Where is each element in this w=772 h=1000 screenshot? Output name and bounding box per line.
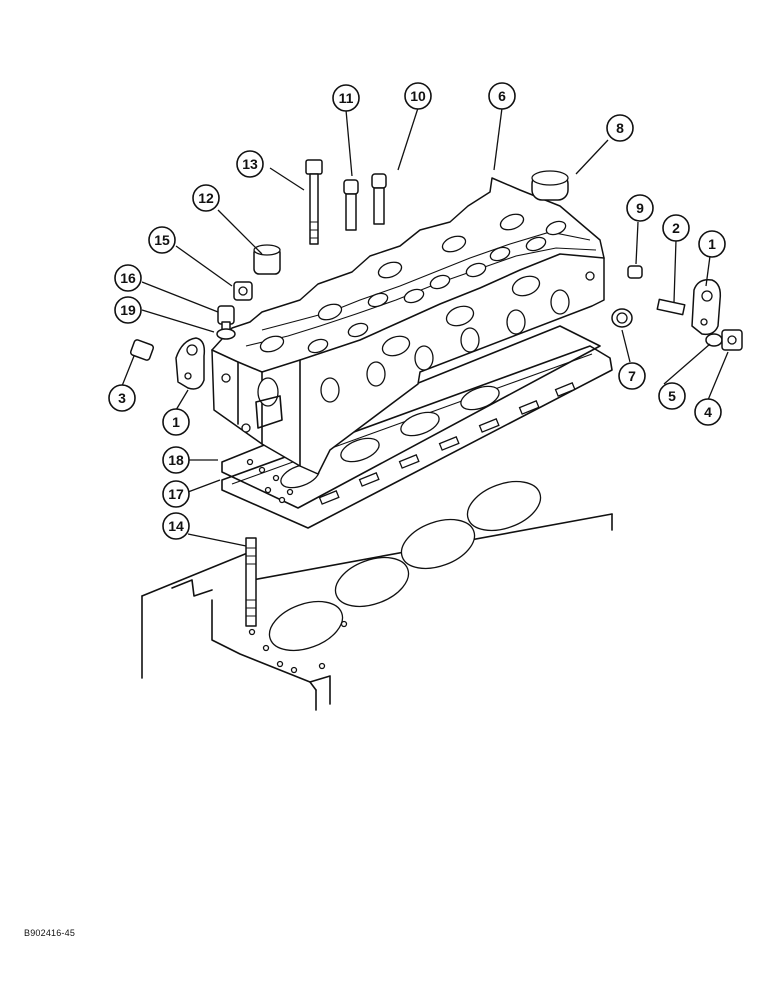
fitting-16 [217, 305, 235, 333]
svg-text:13: 13 [242, 156, 258, 172]
nut-15 [233, 281, 253, 301]
stud-2 [656, 298, 686, 316]
seal-7 [611, 308, 633, 328]
plug-8 [531, 170, 569, 201]
cylinder-bore-2 [334, 556, 410, 608]
cylinder-bore-4 [466, 480, 542, 532]
plug-9 [627, 265, 643, 279]
washer-5 [705, 333, 723, 347]
engine-block [141, 480, 613, 711]
plug-3 [129, 339, 155, 361]
callout-7: 7 [618, 362, 646, 390]
svg-text:10: 10 [410, 88, 426, 104]
svg-text:11: 11 [339, 90, 354, 106]
svg-text:5: 5 [668, 388, 676, 404]
bolt-13 [305, 159, 323, 245]
svg-text:15: 15 [154, 232, 170, 248]
callout-16: 16 [114, 264, 142, 292]
svg-text:2: 2 [672, 220, 680, 236]
lifting-eye-left [175, 337, 206, 390]
drawing-id: B902416-45 [24, 928, 76, 938]
callout-19: 19 [114, 296, 142, 324]
svg-text:12: 12 [198, 190, 214, 206]
svg-text:3: 3 [118, 390, 126, 406]
callout-8: 8 [606, 114, 634, 142]
callout-5: 5 [658, 382, 686, 410]
callout-1-right: 1 [698, 230, 726, 258]
svg-text:14: 14 [168, 518, 184, 534]
callout-11: 11 [332, 84, 360, 112]
callout-13: 13 [236, 150, 264, 178]
cylinder-bore-3 [400, 518, 476, 570]
callout-10: 10 [404, 82, 432, 110]
callout-4: 4 [694, 398, 722, 426]
callout-15: 15 [148, 226, 176, 254]
callout-18: 18 [162, 446, 190, 474]
callout-17: 17 [162, 480, 190, 508]
nut-4 [721, 329, 743, 351]
callout-9: 9 [626, 194, 654, 222]
svg-text:4: 4 [704, 404, 712, 420]
svg-text:17: 17 [168, 486, 184, 502]
lifting-eye-right [691, 278, 722, 336]
svg-text:1: 1 [172, 414, 180, 430]
callout-3: 3 [108, 384, 136, 412]
callout-12: 12 [192, 184, 220, 212]
svg-text:1: 1 [708, 236, 716, 252]
cylinder-bore-1 [268, 600, 344, 652]
stud-14 [245, 537, 257, 627]
valve-guide-11 [343, 179, 359, 231]
svg-text:8: 8 [616, 120, 624, 136]
valve-guide-10 [371, 173, 387, 225]
svg-text:16: 16 [120, 270, 136, 286]
svg-text:7: 7 [628, 368, 636, 384]
callout-14: 14 [162, 512, 190, 540]
washer-19 [216, 328, 236, 340]
callout-2: 2 [662, 214, 690, 242]
svg-text:9: 9 [636, 200, 644, 216]
callout-1-left: 1 [162, 408, 190, 436]
leader-lines [121, 107, 729, 547]
cylinder-head [211, 177, 605, 475]
callout-6: 6 [488, 82, 516, 110]
svg-text:19: 19 [120, 302, 136, 318]
svg-text:18: 18 [168, 452, 184, 468]
svg-text:6: 6 [498, 88, 506, 104]
